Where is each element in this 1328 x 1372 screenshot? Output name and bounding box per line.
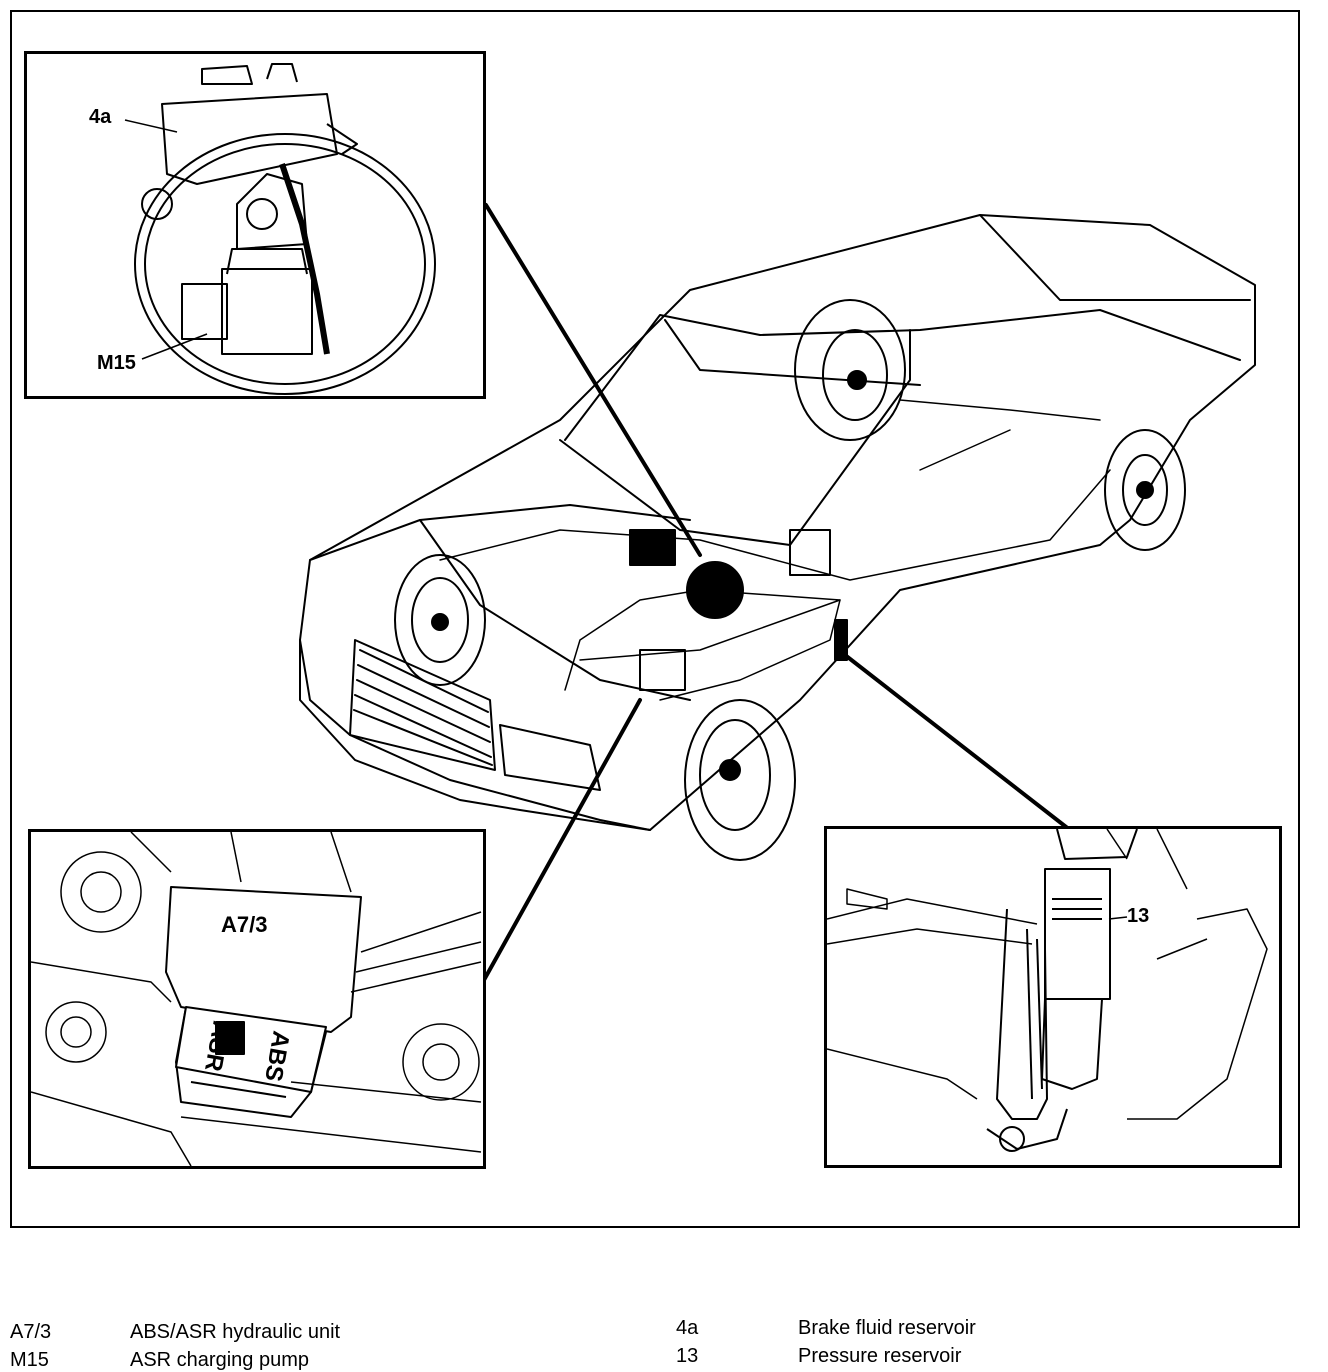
- car-hood: [309, 504, 691, 561]
- legend-code-2: M15: [10, 1349, 49, 1371]
- callout-reservoir: 4a: [89, 106, 112, 128]
- car-windshield: [559, 329, 911, 546]
- wheel-rear-right: [1104, 429, 1186, 551]
- inset-pressure-reservoir: 13: [824, 826, 1282, 1168]
- car-grille: [349, 639, 496, 771]
- brake-booster: [686, 561, 744, 619]
- leader-line-reservoir: [484, 203, 702, 557]
- wheel-rear-left: [794, 299, 906, 441]
- inset-hydraulic-unit: A7/3 ABS ASR: [28, 829, 486, 1169]
- diagram-frame: [10, 10, 1300, 1228]
- pressure-reservoir-on-car: [834, 619, 848, 661]
- pressure-reservoir-cylinder: [1041, 829, 1138, 1090]
- leader-line-pressure-reservoir: [843, 653, 1072, 832]
- callout-line-pressure-reservoir: [1108, 916, 1128, 920]
- wheel-front-left: [394, 554, 486, 686]
- brake-lines: [439, 399, 1111, 701]
- legend-code-1: A7/3: [10, 1321, 52, 1343]
- legend-code-4: 13: [676, 1345, 699, 1367]
- abs-asr-plate: [175, 1006, 327, 1093]
- callout-pressure-reservoir: 13: [1127, 905, 1150, 927]
- car-headlight: [499, 724, 601, 791]
- callout-hydraulic-unit: A7/3: [221, 912, 268, 937]
- car-roof: [564, 309, 1241, 441]
- callout-line-pump: [141, 333, 208, 360]
- legend-desc-2: ASR charging pump: [130, 1349, 309, 1371]
- hydraulic-unit-on-car: [639, 649, 686, 691]
- legend-code-3: 4a: [676, 1317, 699, 1339]
- legend-desc-1: ABS/ASR hydraulic unit: [130, 1321, 341, 1343]
- background-structure: [827, 829, 1268, 1120]
- legend-desc-4: Pressure reservoir: [798, 1345, 962, 1367]
- component-box-1: [629, 529, 676, 566]
- booster-housing: [134, 133, 436, 395]
- callout-line-reservoir: [124, 119, 178, 133]
- charging-pump-body: [181, 173, 313, 355]
- booster-stud: [141, 188, 173, 220]
- legend-desc-3: Brake fluid reservoir: [798, 1317, 976, 1339]
- callout-pump: M15: [97, 352, 136, 374]
- car-body-outline: [299, 214, 1256, 831]
- reservoir-tank: [161, 63, 358, 185]
- pump-hose: [279, 163, 330, 355]
- pipe-bracket: [986, 908, 1068, 1152]
- engine-background: [31, 832, 482, 1166]
- wheel-front-right: [684, 699, 796, 861]
- leader-line-hydraulic-unit: [482, 698, 642, 982]
- inset-reservoir-pump: 4a M15: [24, 51, 486, 399]
- component-box-2: [789, 529, 831, 576]
